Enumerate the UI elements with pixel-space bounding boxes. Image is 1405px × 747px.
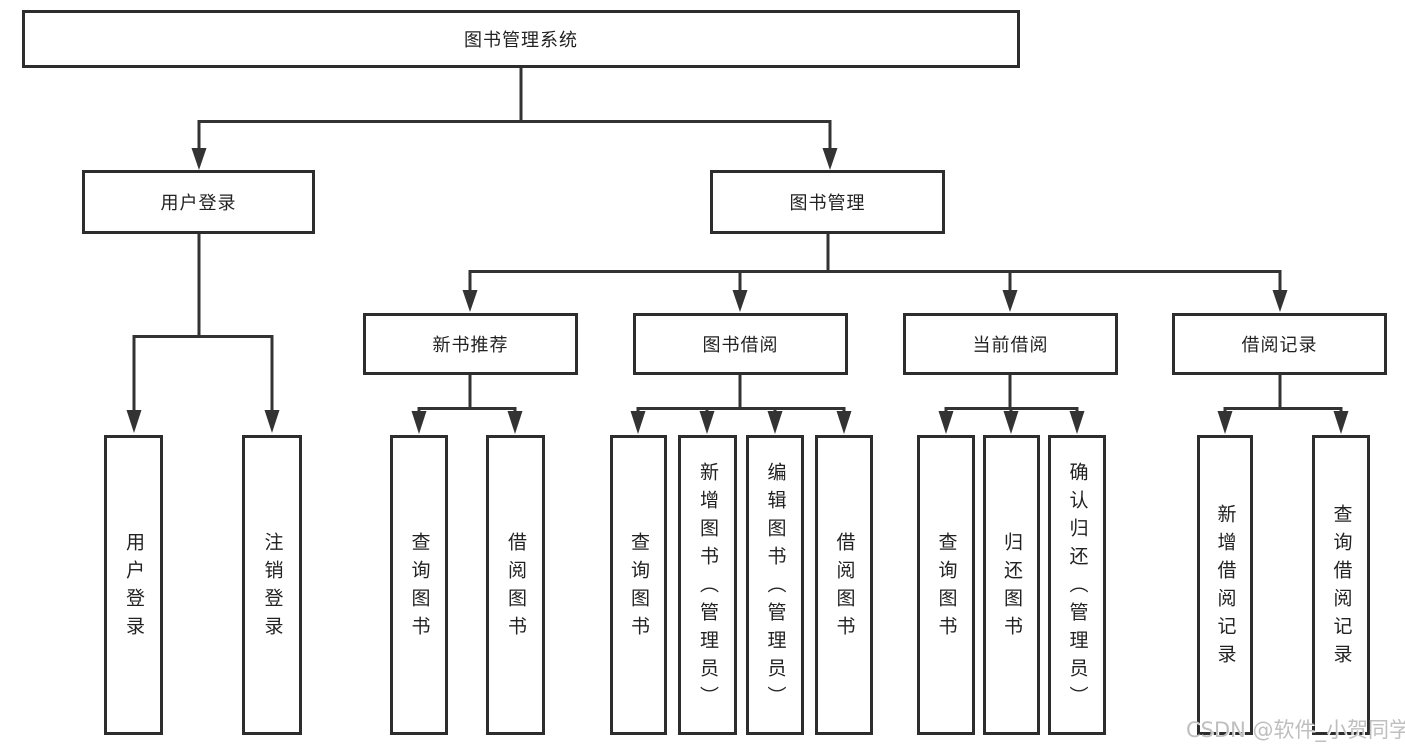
node-borrow-record: 借阅记录: [1172, 313, 1387, 375]
node-book-borrow: 图书借阅: [633, 313, 848, 375]
watermark: CSDN @软件_小贺同学: [1186, 718, 1405, 742]
node-user-login: 用户登录: [82, 170, 315, 234]
node-confirm-return-admin: 确认归还（管理员）: [1048, 435, 1106, 735]
node-add-borrow-record: 新增借阅记录: [1197, 435, 1253, 735]
node-return-book: 归还图书: [983, 435, 1040, 735]
node-query-book-2: 查询图书: [610, 435, 667, 735]
node-user-login-leaf: 用户登录: [104, 435, 163, 735]
node-library-system: 图书管理系统: [22, 10, 1020, 68]
node-current-borrow: 当前借阅: [903, 313, 1118, 375]
node-borrow-book-1: 借阅图书: [486, 435, 545, 735]
node-query-book-1: 查询图书: [390, 435, 448, 735]
node-new-book-recommend: 新书推荐: [363, 313, 578, 375]
node-borrow-book-2: 借阅图书: [815, 435, 873, 735]
node-edit-book-admin: 编辑图书（管理员）: [746, 435, 804, 735]
node-query-book-3: 查询图书: [917, 435, 975, 735]
node-logout: 注销登录: [242, 435, 302, 735]
node-book-management: 图书管理: [710, 170, 945, 234]
arrowhead-icons: [126, 148, 1349, 434]
node-add-book-admin: 新增图书（管理员）: [678, 435, 737, 735]
node-query-borrow-record: 查询借阅记录: [1312, 435, 1370, 735]
